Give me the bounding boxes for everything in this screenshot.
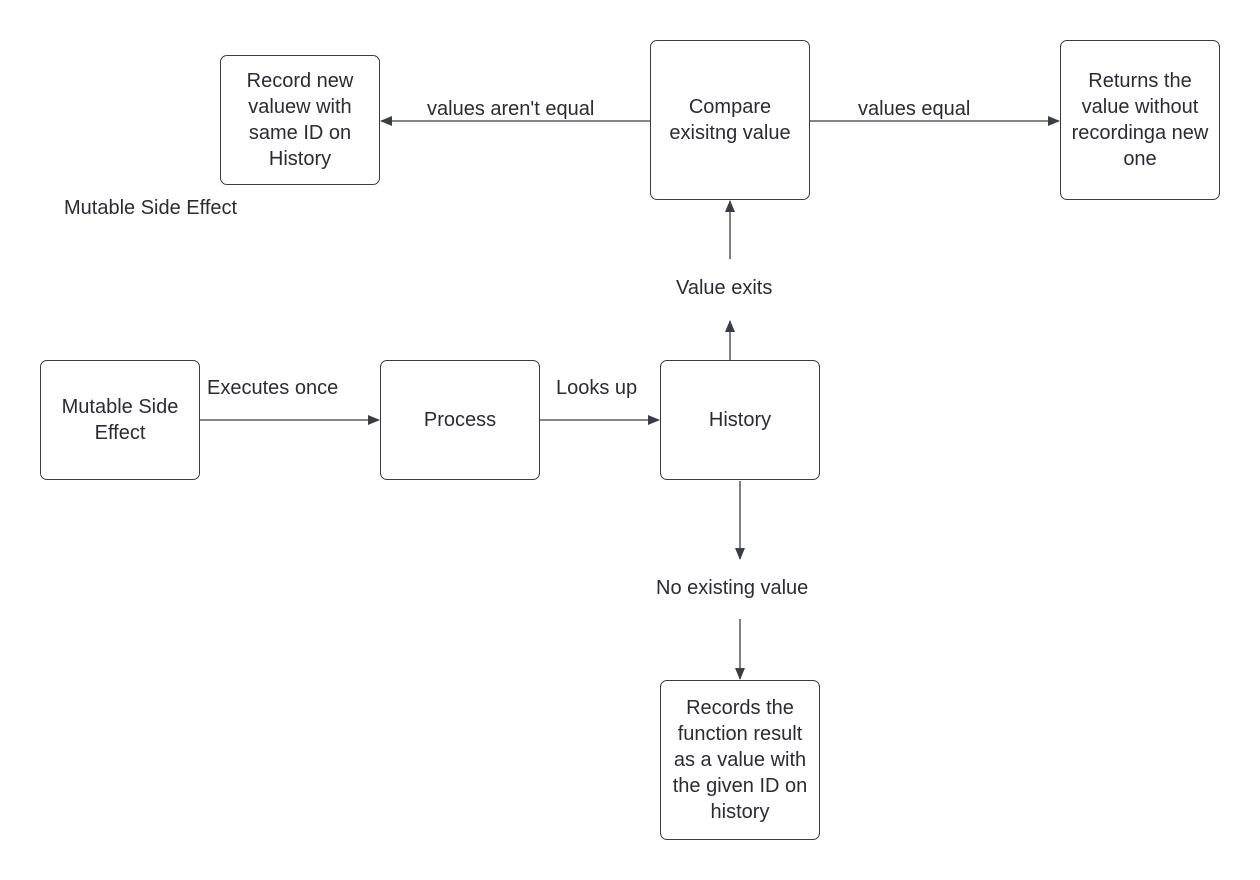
node-history[interactable]: History — [660, 360, 820, 480]
node-records-result[interactable]: Records the function result as a value w… — [660, 680, 820, 840]
node-compare-label: Compare exisitng value — [669, 96, 791, 144]
edge-no-existing-value-label: No existing value — [656, 576, 809, 600]
edge-looks-up-label: Looks up — [556, 377, 638, 399]
edge-executes-once-label: Executes once — [207, 377, 339, 399]
edge-values-equal-label: values equal — [858, 98, 971, 120]
edge-value-exits-label: Value exits — [676, 276, 773, 300]
node-record-new[interactable]: Record new valuew with same ID on Histor… — [220, 55, 380, 185]
node-record-new-label: Record new valuew with same ID on Histor… — [246, 70, 354, 170]
node-records-result-label: Records the function result as a value w… — [672, 697, 808, 823]
node-history-label: History — [708, 409, 772, 431]
node-returns-value-label: Returns the value without recordinga new… — [1071, 70, 1209, 170]
node-mutable-side-effect-label: Mutable Side Effect — [61, 396, 179, 444]
edge-values-not-equal-label: values aren't equal — [427, 98, 595, 120]
node-mutable-side-effect[interactable]: Mutable Side Effect — [40, 360, 200, 480]
diagram-title: Mutable Side Effect — [64, 197, 238, 219]
node-compare[interactable]: Compare exisitng value — [650, 40, 810, 200]
node-process[interactable]: Process — [380, 360, 540, 480]
node-returns-value[interactable]: Returns the value without recordinga new… — [1060, 40, 1220, 200]
node-process-label: Process — [423, 409, 497, 431]
